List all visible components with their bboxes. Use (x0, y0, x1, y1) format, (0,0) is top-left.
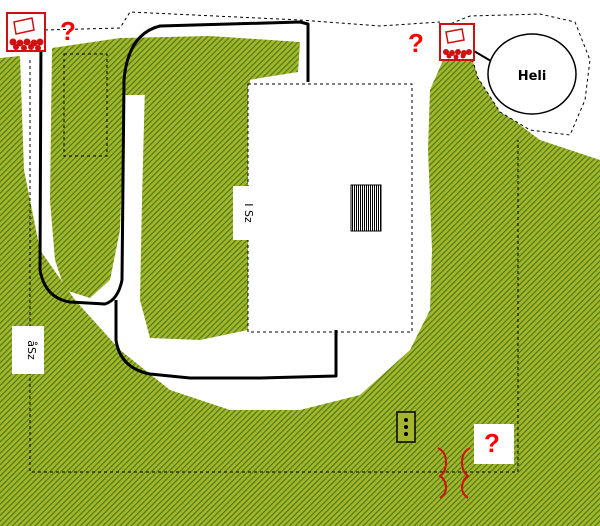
small-structure-icon[interactable] (396, 411, 416, 443)
gate-bracket-icon[interactable] (437, 447, 471, 499)
crowd-flag-icon[interactable] (6, 12, 46, 52)
heli-pad[interactable] (487, 33, 577, 115)
green-area-top (50, 36, 300, 298)
question-mark-1[interactable]: ? (60, 16, 76, 46)
green-area-center (140, 80, 250, 340)
sz-center-box (233, 186, 257, 240)
question-mark-2[interactable]: ? (408, 28, 424, 58)
road-main (38, 20, 310, 306)
green-area-main (0, 52, 600, 526)
boundary-top (44, 11, 441, 31)
hatched-rectangle-icon (350, 184, 382, 232)
sz-center-label: I Sz (242, 203, 255, 223)
sz-left-label: åSz (25, 340, 38, 360)
main-building[interactable] (247, 83, 413, 333)
question-mark-3[interactable]: ? (484, 428, 500, 458)
crowd-flag-icon[interactable] (439, 23, 475, 61)
sz-left-box (12, 326, 44, 374)
road-loop (114, 300, 338, 380)
boundary-perimeter (29, 60, 519, 473)
heli-label: Heli (518, 69, 547, 84)
question-box (474, 424, 514, 464)
